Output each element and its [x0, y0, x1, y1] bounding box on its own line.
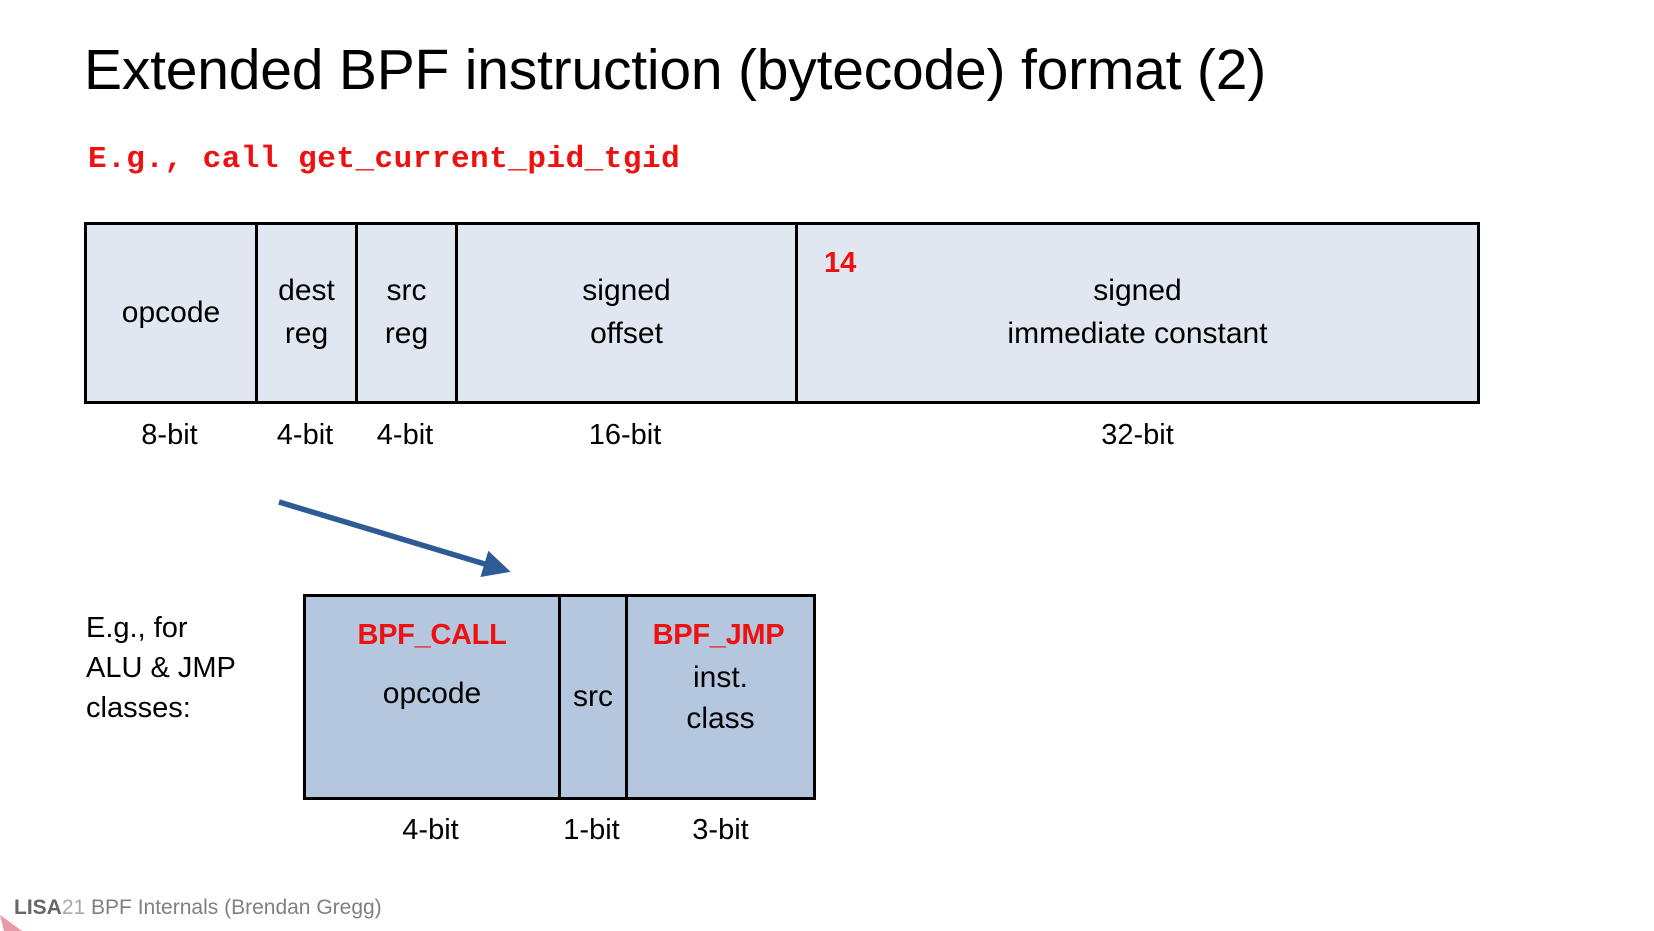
- field-cell-dest-reg: dest reg: [258, 225, 358, 401]
- field-cell-signed-offset: signed offset: [458, 225, 798, 401]
- bit-width-dest-reg: 4-bit: [276, 419, 334, 451]
- instruction-bit-widths: 8-bit 4-bit 4-bit 16-bit 32-bit: [84, 412, 1480, 458]
- field-cell-src-reg: src reg: [358, 225, 458, 401]
- field-cell-opcode: opcode: [87, 225, 258, 401]
- slide-footer: LISA21 BPF Internals (Brendan Gregg): [14, 896, 382, 919]
- opcode-cell-src: src: [561, 597, 628, 797]
- bit-width-src-field: 1-bit: [563, 814, 620, 846]
- opcode-breakdown-table: BPF_CALL opcode src BPF_JMP inst. class: [303, 594, 816, 800]
- bit-width-signed-offset: 16-bit: [588, 419, 662, 451]
- instruction-format-table: opcode dest reg src reg signed offset 14…: [84, 222, 1480, 404]
- code-example-subtitle: E.g., call get_current_pid_tgid: [88, 142, 681, 177]
- opcode-breakdown-caption: E.g., for ALU & JMP classes:: [86, 612, 236, 725]
- field-label-dest-reg: dest reg: [278, 274, 335, 350]
- opcode-constant-bpf-jmp: BPF_JMP: [652, 619, 785, 651]
- footer-brand-year: 21: [61, 895, 86, 919]
- page-title: Extended BPF instruction (bytecode) form…: [84, 38, 1266, 102]
- opcode-cell-inst-class: BPF_JMP inst. class: [628, 597, 813, 797]
- bit-width-opcode-field: 4-bit: [402, 814, 459, 846]
- field-label-src-reg: src reg: [384, 274, 429, 350]
- bit-width-immediate-constant: 32-bit: [1101, 419, 1174, 451]
- opcode-constant-bpf-call: BPF_CALL: [357, 619, 507, 651]
- opcode-bit-widths: 4-bit 1-bit 3-bit: [303, 808, 816, 852]
- field-cell-immediate-constant: 14 signed immediate constant: [798, 225, 1477, 401]
- field-label-signed-offset: signed offset: [582, 274, 671, 350]
- field-label-immediate-constant: signed immediate constant: [1007, 274, 1268, 350]
- opcode-label-opcode: opcode: [382, 677, 482, 711]
- immediate-value-annotation: 14: [824, 247, 857, 279]
- opcode-label-src: src: [573, 680, 613, 714]
- bit-width-src-reg: 4-bit: [376, 419, 434, 451]
- footer-brand-lisa: LISA: [14, 895, 62, 919]
- field-label-opcode: opcode: [121, 295, 221, 329]
- footer-deck-title: BPF Internals (Brendan Gregg): [85, 895, 382, 919]
- opcode-label-inst-class: inst. class: [686, 661, 755, 736]
- opcode-cell-opcode: BPF_CALL opcode: [306, 597, 561, 797]
- corner-triangle-icon: [0, 915, 22, 931]
- bit-width-inst-class-field: 3-bit: [692, 814, 749, 846]
- opcode-breakdown-arrow: [278, 499, 511, 578]
- bit-width-opcode: 8-bit: [141, 419, 198, 451]
